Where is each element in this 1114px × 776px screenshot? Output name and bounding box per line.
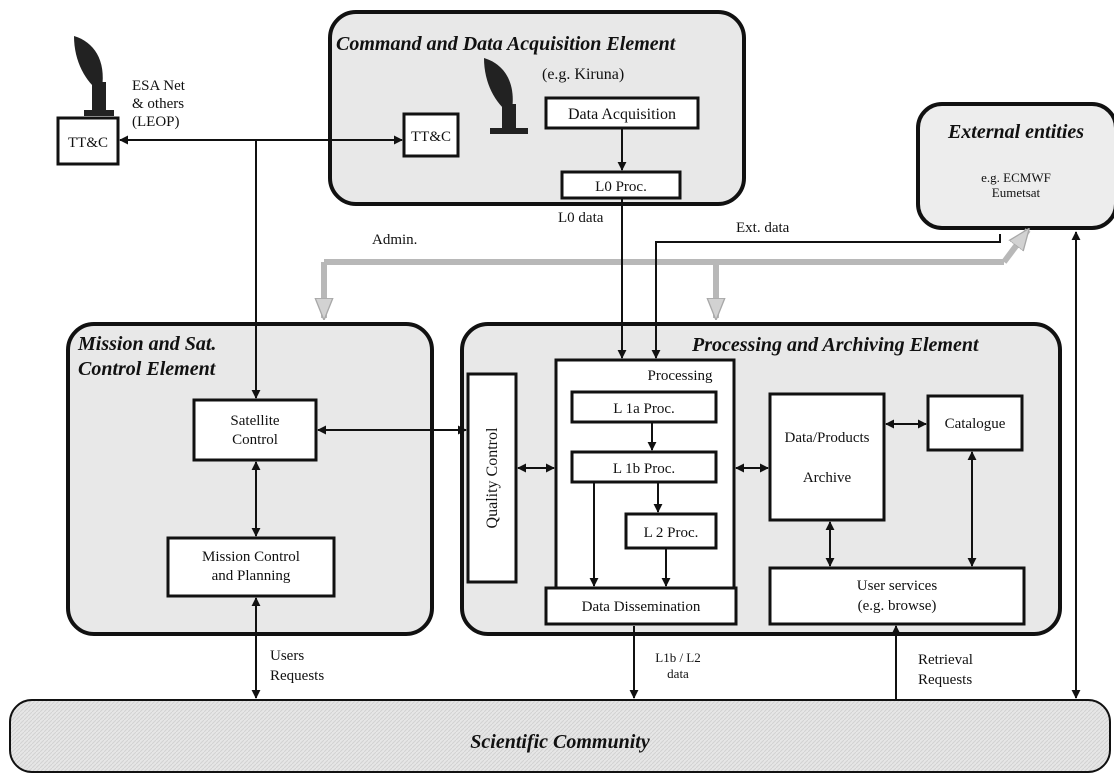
external-example-line2: Eumetsat (992, 185, 1041, 200)
user-services-box (768, 566, 1026, 626)
admin-label: Admin. (372, 232, 417, 248)
l2-proc-label: L 2 Proc. (644, 525, 699, 541)
command-example-label: (e.g. Kiruna) (542, 66, 624, 83)
l1b-proc-box (570, 450, 718, 484)
ext-data-label: Ext. data (736, 220, 790, 236)
processing-label: Processing (648, 368, 713, 384)
catalogue-box (926, 394, 1024, 452)
data-dissemination-label: Data Dissemination (582, 599, 701, 615)
l0-proc-label: L0 Proc. (595, 179, 647, 195)
user-services-label-1: User services (857, 578, 938, 594)
satellite-dish-icon (484, 58, 528, 134)
user-services-label-2: (e.g. browse) (858, 598, 937, 614)
satellite-control-box (192, 398, 318, 462)
data-acquisition-label: Data Acquisition (568, 106, 676, 123)
external-entities-title: External entities (947, 121, 1084, 143)
retrieval-requests-label-2: Requests (918, 672, 972, 688)
esa-net-label-2: & others (132, 96, 184, 112)
l1a-proc-label: L 1a Proc. (613, 401, 675, 417)
mission-element-title-line2: Control Element (78, 358, 217, 380)
scientific-community-panel (9, 699, 1111, 773)
archive-box (768, 392, 886, 522)
command-ttc-box (402, 112, 460, 158)
users-requests-label-2: Requests (270, 668, 324, 684)
esa-net-label-3: (LEOP) (132, 114, 180, 130)
mission-element-title-line1: Mission and Sat. (77, 333, 216, 355)
mission-control-box (166, 536, 336, 598)
left-ttc-box (56, 116, 120, 166)
users-requests-label-1: Users (270, 648, 304, 664)
l1b-l2-data-label-1: L1b / L2 (655, 650, 701, 665)
retrieval-requests-label-1: Retrieval (918, 652, 973, 668)
left-ttc-label: TT&C (68, 135, 108, 151)
archive-label-1: Data/Products (785, 430, 870, 446)
command-element-title: Command and Data Acquisition Element (336, 33, 677, 55)
mission-control-label-2: and Planning (212, 568, 291, 584)
l1b-proc-label: L 1b Proc. (613, 461, 675, 477)
esa-net-label-1: ESA Net (132, 78, 186, 94)
external-example-line1: e.g. ECMWF (981, 170, 1051, 185)
satellite-dish-icon (74, 36, 114, 116)
command-ttc-label: TT&C (411, 129, 451, 145)
l1b-l2-data-label-2: data (667, 666, 689, 681)
mission-control-label-1: Mission Control (202, 549, 300, 565)
scientific-community-title: Scientific Community (470, 731, 650, 753)
processing-element-title: Processing and Archiving Element (691, 334, 980, 356)
archive-label-2: Archive (803, 470, 852, 486)
l1a-proc-box (570, 390, 718, 424)
satellite-control-label-1: Satellite (230, 413, 279, 429)
admin-distribution-line (324, 230, 1031, 318)
l2-proc-box (624, 512, 718, 550)
quality-control-box (466, 372, 518, 584)
data-dissemination-box (544, 586, 738, 626)
satellite-control-label-2: Control (232, 432, 278, 448)
l0-data-label: L0 data (558, 210, 604, 226)
connection-lines (119, 128, 1081, 700)
catalogue-label: Catalogue (945, 416, 1006, 432)
quality-control-label: Quality Control (484, 427, 501, 528)
mission-element-panel (66, 322, 434, 636)
